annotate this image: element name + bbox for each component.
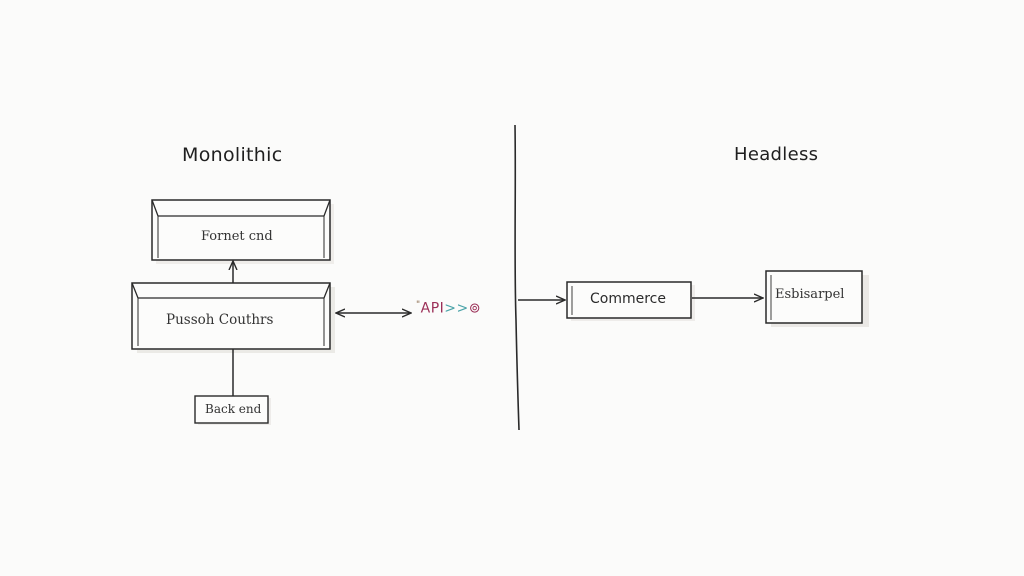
api-arrows: >> [444,300,469,317]
section-divider [514,124,520,431]
headless-heading: Headless [734,144,819,165]
api-ring-icon: ⊚ [468,300,481,317]
middle-label: Pussoh Couthrs [166,312,274,328]
headless-frontend-box [765,270,869,327]
back-end-box [194,395,271,425]
api-prefix: " [416,300,421,310]
back-end-label: Back end [205,402,262,416]
front-end-box [151,199,334,264]
middle-box [131,282,335,353]
headless-frontend-label: Esbisarpel [775,287,845,302]
commerce-box [566,281,695,321]
front-end-label: Fornet cnd [201,229,273,244]
api-word: API [420,300,445,317]
monolithic-heading: Monolithic [182,144,283,166]
api-label: "API>>⊚ [416,300,481,317]
commerce-label: Commerce [590,291,666,307]
